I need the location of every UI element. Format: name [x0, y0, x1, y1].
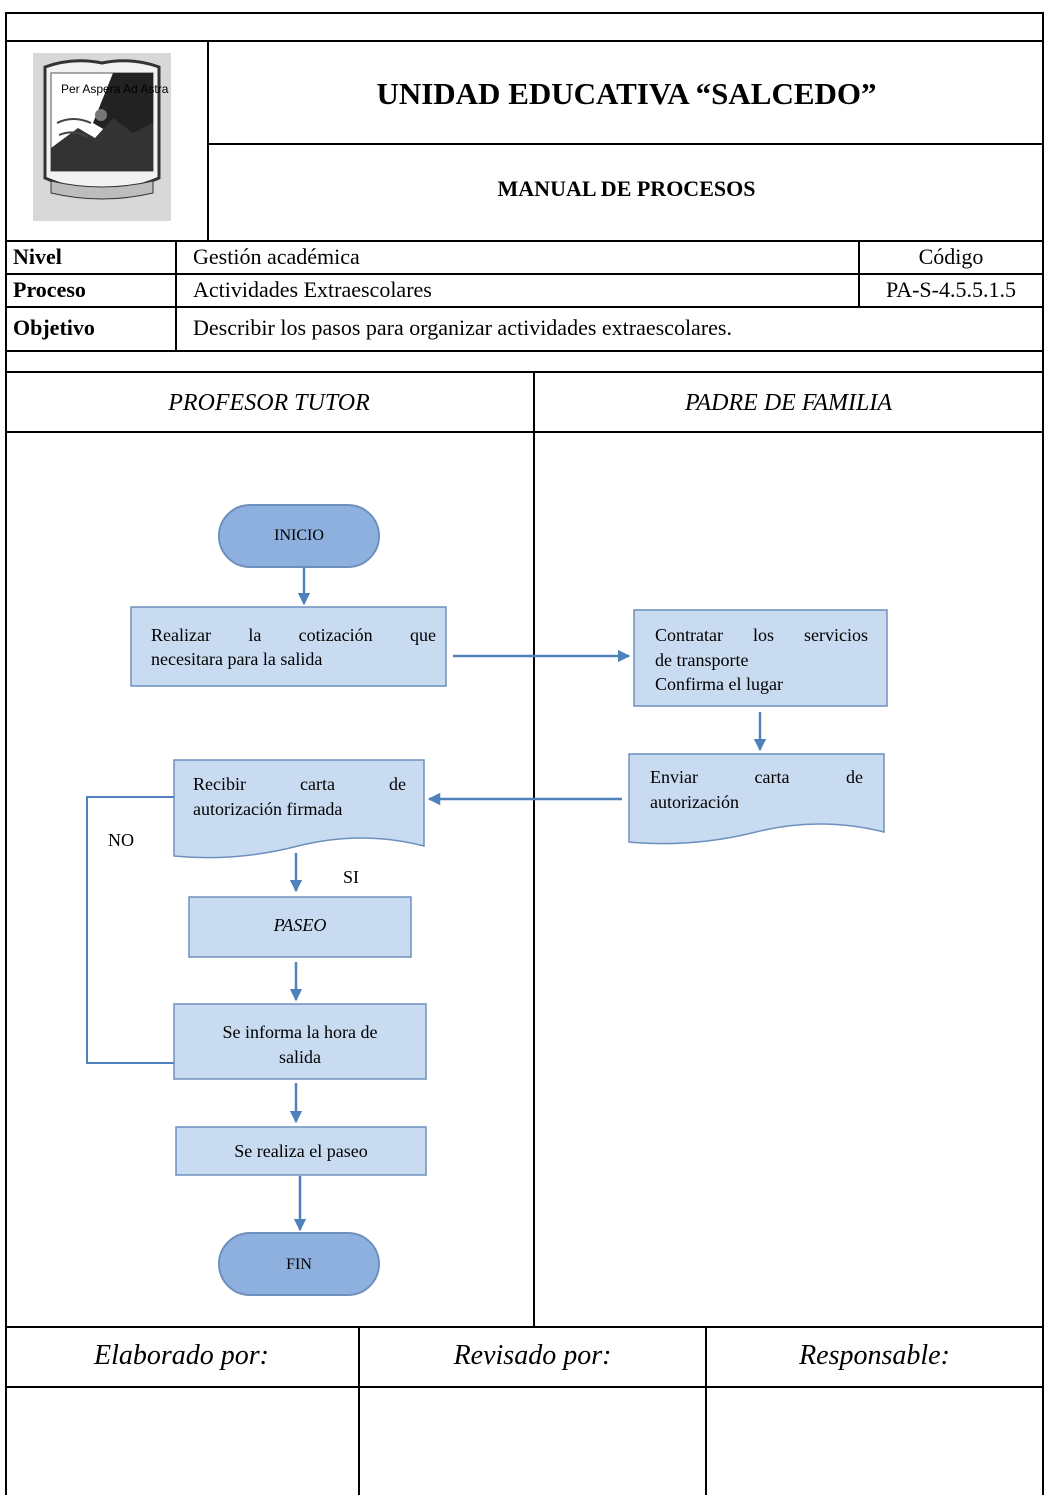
lane-profesor-tutor: PROFESOR TUTOR	[168, 390, 370, 416]
lanes-header-bottom	[5, 431, 1044, 433]
paseo-box	[188, 896, 412, 958]
cotizacion-line1: Realizar la cotización que	[151, 625, 436, 645]
codigo-label: Código	[918, 244, 984, 269]
paseo-label: PASEO	[273, 915, 327, 935]
border-right	[1042, 12, 1044, 1495]
proceso-label: Proceso	[13, 277, 86, 302]
fin-label: FIN	[286, 1256, 312, 1273]
border-left	[5, 12, 7, 1495]
si-label: SI	[343, 867, 360, 887]
enviar-line1: Enviar carta de	[650, 767, 863, 787]
info-row-2	[5, 273, 1044, 275]
school-logo: Per Aspera Ad Astra	[33, 53, 171, 221]
header-top-rule	[5, 40, 1044, 42]
revisado-label: Revisado por:	[453, 1340, 612, 1371]
informa-line1: Se informa la hora de	[222, 1022, 378, 1042]
recibir-document	[173, 759, 425, 859]
elaborado-label: Elaborado por:	[94, 1340, 269, 1371]
footer-divider-2	[705, 1326, 707, 1495]
proceso-value: Actividades Extraescolares	[193, 277, 432, 302]
codigo-value: PA-S-4.5.5.1.5	[886, 277, 1016, 302]
footer-divider-1	[358, 1326, 360, 1495]
objetivo-value: Describir los pasos para organizar activ…	[193, 315, 732, 340]
inicio-label: INICIO	[274, 527, 324, 544]
logo-divider	[207, 40, 209, 241]
contratar-line3: Confirma el lugar	[655, 674, 783, 694]
cotizacion-box	[130, 606, 447, 687]
nivel-value: Gestión académica	[193, 244, 360, 269]
info-row-bottom	[5, 350, 1044, 352]
lane-divider	[533, 371, 535, 1327]
informa-box	[173, 1003, 427, 1080]
contratar-box	[633, 609, 888, 707]
border-top	[5, 12, 1044, 14]
manual-title: MANUAL DE PROCESOS	[497, 176, 756, 201]
enviar-line2: autorización	[650, 792, 739, 812]
school-title: UNIDAD EDUCATIVA “SALCEDO”	[376, 76, 877, 111]
realiza-box	[175, 1126, 427, 1176]
recibir-line1: Recibir carta de	[193, 774, 406, 794]
logo-text: Per Aspera Ad Astra	[61, 82, 169, 96]
info-row-3	[5, 306, 1044, 308]
footer-mid	[5, 1386, 1044, 1388]
nivel-label: Nivel	[13, 244, 62, 269]
recibir-line2: autorización firmada	[193, 799, 343, 819]
informa-line2: salida	[279, 1047, 321, 1067]
cotizacion-line2: necesitara para la salida	[151, 649, 323, 669]
footer-top	[5, 1326, 1044, 1328]
info-row-top	[5, 240, 1044, 242]
contratar-line1: Contratar los servicios	[655, 625, 868, 645]
title-divider	[209, 143, 1044, 145]
no-loop-line	[86, 796, 215, 1068]
responsable-label: Responsable:	[799, 1340, 950, 1371]
contratar-line2: de transporte	[655, 650, 749, 670]
enviar-document	[628, 753, 885, 845]
objetivo-label: Objetivo	[13, 315, 95, 340]
label-divider	[175, 240, 177, 351]
no-label: NO	[108, 830, 134, 850]
fin-terminal	[218, 1232, 380, 1296]
lane-padre-de-familia: PADRE DE FAMILIA	[684, 390, 893, 416]
lanes-top	[5, 371, 1044, 373]
inicio-terminal	[218, 504, 380, 568]
realiza-label: Se realiza el paseo	[234, 1141, 368, 1161]
codigo-divider	[858, 240, 860, 307]
